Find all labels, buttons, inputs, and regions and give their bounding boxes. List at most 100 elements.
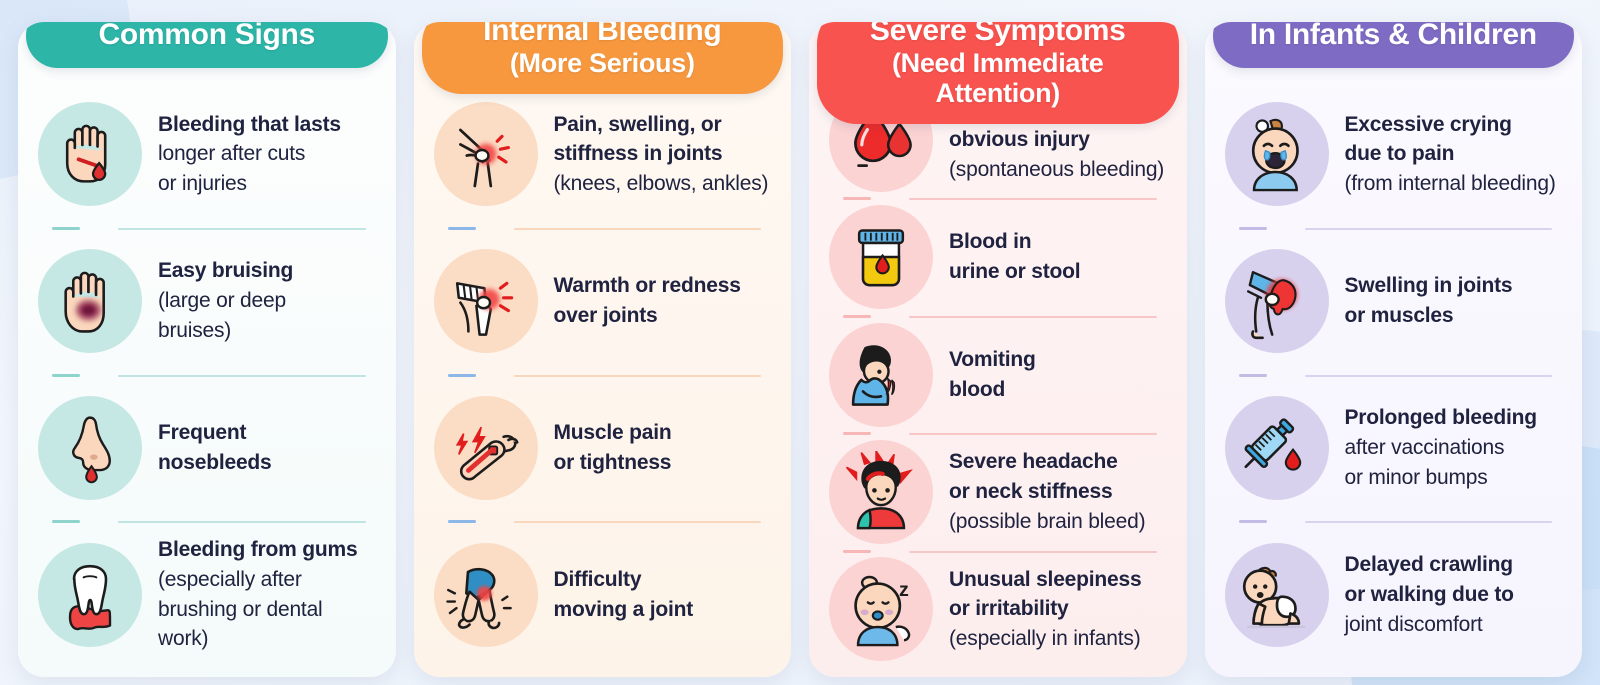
divider-dash [843, 549, 871, 553]
item-detail-line: (knees, elbows, ankles) [553, 172, 769, 196]
person-limping-knee-icon [433, 542, 538, 647]
header-title: Internal Bleeding [483, 22, 722, 47]
divider-line [909, 550, 1157, 553]
item-headline: Frequent [158, 421, 247, 445]
divider-line [118, 374, 366, 377]
divider-line [118, 227, 366, 230]
divider-line [909, 433, 1157, 436]
header-pill-internal-bleeding: Internal Bleeding(More Serious) [421, 22, 783, 94]
list-item: Swelling in joints or muscles [1221, 229, 1567, 374]
list-item: Bleeding from gums (especially after brush… [34, 522, 380, 667]
item-detail-line: (from internal bleeding) [1344, 172, 1556, 196]
divider-dash [843, 432, 871, 436]
header-title: Severe Symptoms [869, 22, 1126, 47]
item-detail-line: blood [949, 377, 1006, 401]
item-detail-line: nosebleeds [158, 450, 272, 474]
column-severe-symptoms: Severe Symptoms(Need Immediate Attention… [809, 0, 1187, 685]
item-detail-line: stiffness in joints [553, 142, 723, 166]
item-detail-line: or muscles [1344, 304, 1454, 328]
item-headline: Delayed crawling [1344, 552, 1514, 576]
item-detail-line: or walking due to [1344, 582, 1514, 606]
divider-dash [52, 226, 80, 230]
card-severe-symptoms: Severe Symptoms(Need Immediate Attention… [809, 22, 1187, 677]
symptom-list: Bleeding without anyobvious injury(spont… [825, 82, 1171, 667]
item-headline: Bleeding from gums [158, 538, 358, 561]
divider-dash [52, 373, 80, 377]
divider-dash [843, 197, 871, 201]
item-headline: Excessive crying [1344, 112, 1512, 136]
list-item: Frequent nosebleeds [34, 376, 380, 521]
item-detail-line: brushing or dental work) [158, 597, 323, 651]
column-internal-bleeding: Internal Bleeding(More Serious) Pain, sw… [413, 0, 791, 685]
list-divider [40, 226, 374, 230]
item-detail-line: over joints [553, 304, 658, 328]
syringe-with-blood-drop-icon [1224, 395, 1329, 500]
header-title: Common Signs [98, 22, 316, 51]
list-divider [40, 520, 374, 524]
header-pill-infants-children: In Infants & Children [1212, 22, 1574, 68]
item-detail-line: or minor bumps [1344, 465, 1488, 489]
list-divider [40, 373, 374, 377]
item-headline: Pain, swelling, or [553, 112, 722, 136]
item-detail-line: bruises) [158, 319, 232, 343]
crawling-baby-icon [1224, 542, 1329, 647]
urine-sample-cup-icon [829, 205, 933, 310]
item-text: Difficulty moving a joint [554, 565, 772, 625]
list-divider [1227, 520, 1561, 524]
item-detail-line: (possible brain bleed) [949, 509, 1146, 533]
item-headline: Difficulty [553, 567, 642, 591]
item-text: Pain, swelling, or stiffness in joints (kn… [554, 110, 772, 199]
person-vomiting-blood-icon [829, 322, 933, 427]
item-text: Vomiting blood [949, 345, 1167, 405]
item-text: Swelling in joints or muscles [1345, 271, 1563, 331]
item-detail-line: or injuries [158, 172, 247, 196]
item-headline: Vomiting [949, 347, 1036, 371]
crying-baby-icon [1224, 102, 1329, 207]
divider-dash [52, 520, 80, 524]
divider-dash [447, 373, 476, 377]
list-item: Difficulty moving a joint [430, 522, 776, 667]
item-detail-line: joint discomfort [1344, 612, 1483, 636]
item-detail-line: (especially after [158, 567, 302, 591]
divider-dash [1238, 373, 1267, 377]
item-detail-line: (large or deep [158, 289, 286, 313]
header-subtitle: (More Serious) [509, 47, 695, 78]
divider-line [1304, 521, 1552, 524]
item-detail-line: or irritability [949, 597, 1069, 621]
item-headline: Swelling in joints [1344, 274, 1513, 298]
list-divider [436, 520, 770, 524]
item-detail-line: moving a joint [553, 597, 694, 621]
header-pill-severe-symptoms: Severe Symptoms(Need Immediate Attention… [817, 22, 1179, 125]
item-headline: Severe headache [949, 450, 1118, 474]
arm-muscle-pain-icon [433, 395, 538, 500]
list-divider [831, 432, 1165, 436]
list-item: Vomiting blood [825, 317, 1171, 432]
tooth-with-bleeding-gums-icon [38, 542, 142, 647]
item-text: Delayed crawling or walking due to joint d… [1345, 550, 1563, 639]
divider-dash [1238, 520, 1267, 524]
item-text: Frequent nosebleeds [158, 418, 376, 478]
divider-line [909, 198, 1157, 201]
item-text: Bleeding from gums (especially after brush… [158, 535, 376, 654]
divider-line [909, 315, 1157, 318]
sleepy-baby-icon: z [829, 557, 933, 662]
divider-dash [447, 226, 476, 230]
divider-dash [843, 314, 871, 318]
divider-line [118, 521, 366, 524]
painful-knee-joint-icon [433, 102, 538, 207]
list-divider [436, 373, 770, 377]
